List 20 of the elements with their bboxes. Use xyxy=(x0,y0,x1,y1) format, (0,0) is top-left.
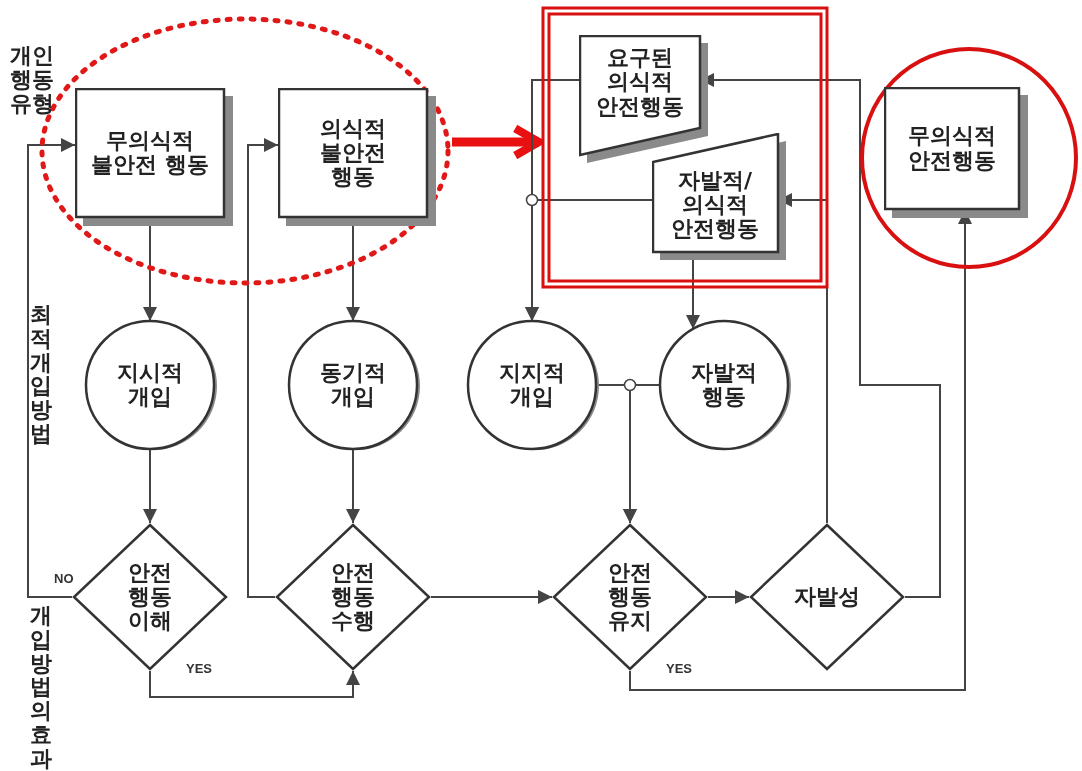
side-label: 최적개입방법 xyxy=(30,303,53,446)
arrow xyxy=(623,384,661,524)
decision-diamond: 안전 행동 수행 xyxy=(275,523,431,671)
highlight-circle xyxy=(858,45,1080,271)
arrow xyxy=(452,124,544,160)
arrow xyxy=(27,138,76,598)
arrow xyxy=(430,590,553,604)
decision-diamond: 자발성 xyxy=(749,523,905,671)
arrow xyxy=(149,670,360,698)
arrow xyxy=(525,199,653,322)
arrow xyxy=(346,448,360,524)
side-label: 개인행동유형 xyxy=(10,44,55,116)
highlight-frame xyxy=(541,6,829,289)
side-label: 개입방법의효과 xyxy=(30,604,53,771)
arrow xyxy=(143,448,157,524)
edge-label: NO xyxy=(52,571,76,586)
arrow xyxy=(247,138,279,598)
arrow xyxy=(707,590,750,604)
edge-label: YES xyxy=(184,661,214,676)
edge-label: YES xyxy=(664,661,694,676)
